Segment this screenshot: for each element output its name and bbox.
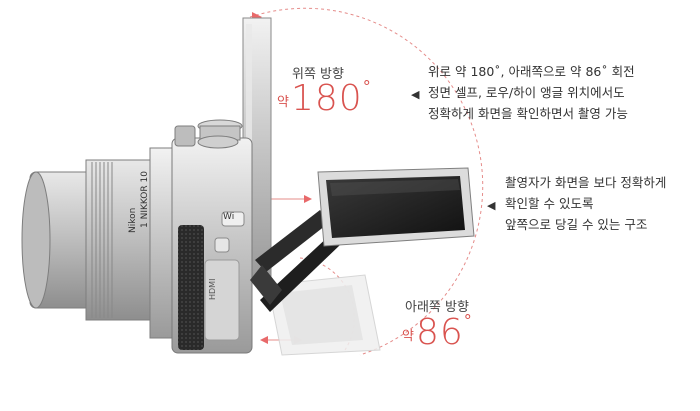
downward-angle-unit: ° [463, 311, 472, 330]
wifi-label: Wi [223, 212, 235, 222]
upward-angle-unit: ° [362, 77, 371, 96]
downward-angle: 약86° [402, 311, 472, 353]
camera-grip [178, 225, 204, 350]
upward-angle: 약180° [277, 77, 371, 119]
description1-line1: 위로 약 180˚, 아래쪽으로 약 86˚ 회전 [428, 64, 635, 79]
description1-line2: 정면 셀프, 로우/하이 앵글 위치에서도 [428, 85, 625, 100]
downward-prefix: 약 [402, 329, 414, 344]
upward-label: 위쪽 방향 [292, 67, 344, 82]
downward-angle-value: 86 [415, 312, 464, 353]
lens-label: 1 NIKKOR 10 [140, 171, 150, 228]
brand-label: Nikon [128, 207, 138, 233]
description2-line1: 촬영자가 화면을 보다 정확하게 [505, 175, 667, 190]
hdmi-label: HDMI [208, 278, 217, 300]
upward-prefix: 약 [277, 95, 289, 110]
left-triangle-icon: ◀ [411, 88, 420, 101]
description2-line3: 앞쪽으로 당길 수 있는 구조 [505, 217, 648, 232]
description2-line2: 확인할 수 있도록 [505, 196, 594, 211]
downward-label: 아래쪽 방향 [405, 300, 469, 315]
rotation-arc-upward [249, 7, 484, 356]
description1-line3: 정확하게 화면을 확인하면서 촬영 가능 [428, 106, 628, 121]
upward-angle-value: 180 [290, 78, 363, 119]
left-triangle-icon: ◀ [487, 199, 496, 212]
